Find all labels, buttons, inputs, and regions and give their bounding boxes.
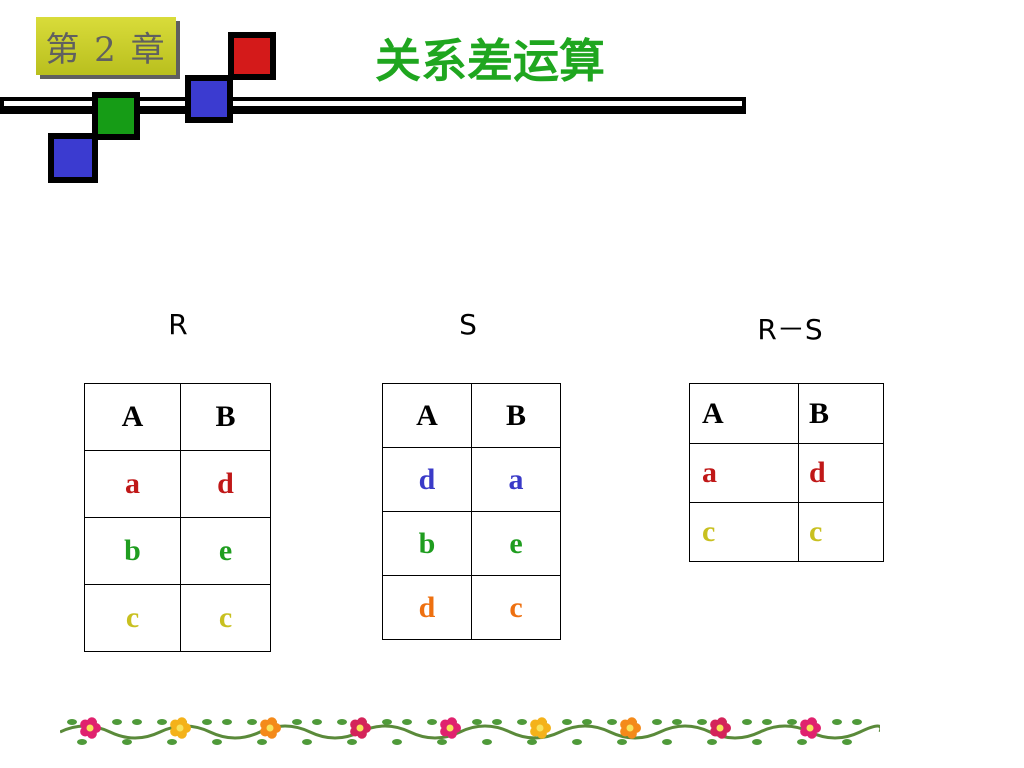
table-cell: d (382, 575, 472, 640)
flower-center-icon (806, 724, 814, 732)
leaf-icon (482, 739, 492, 745)
flower-center-icon (626, 724, 634, 732)
leaf-icon (402, 719, 412, 725)
table-cell: c (471, 575, 561, 640)
leaf-icon (562, 719, 572, 725)
flower-center-icon (536, 724, 544, 732)
table-cell: a (471, 447, 561, 512)
leaf-icon (617, 739, 627, 745)
table-cell: a (689, 443, 799, 503)
flower-center-icon (446, 724, 454, 732)
leaf-icon (472, 719, 482, 725)
table-cell: c (180, 584, 271, 652)
vine-stem (60, 724, 880, 740)
leaf-icon (607, 719, 617, 725)
leaf-icon (437, 739, 447, 745)
header-cell: B (798, 383, 884, 444)
leaf-icon (707, 739, 717, 745)
flower-center-icon (266, 724, 274, 732)
table-cell: c (798, 502, 884, 562)
leaf-icon (347, 739, 357, 745)
leaf-icon (202, 719, 212, 725)
flower-center-icon (86, 724, 94, 732)
header-rule-inner (4, 101, 742, 106)
leaf-icon (337, 719, 347, 725)
flower-vine-decoration (60, 717, 880, 745)
blue-square-icon (185, 75, 233, 123)
leaf-icon (762, 719, 772, 725)
leaf-icon (662, 739, 672, 745)
blue-square-icon (48, 133, 98, 183)
leaf-icon (167, 739, 177, 745)
table-label-s: S (459, 308, 477, 341)
leaf-icon (582, 719, 592, 725)
leaf-icon (832, 719, 842, 725)
table-cell: c (84, 584, 181, 652)
table-cell: d (382, 447, 472, 512)
leaf-icon (112, 719, 122, 725)
flower-center-icon (176, 724, 184, 732)
relation-table-s: A B d a b e d c (382, 383, 561, 640)
table-label-r: R (168, 308, 188, 341)
leaf-icon (77, 739, 87, 745)
leaf-icon (752, 739, 762, 745)
leaf-icon (742, 719, 752, 725)
leaf-icon (257, 739, 267, 745)
leaf-icon (382, 719, 392, 725)
table-label-r-minus-s: R－S (757, 313, 823, 346)
table-cell: c (689, 502, 799, 562)
table-cell: b (382, 511, 472, 576)
leaf-icon (797, 739, 807, 745)
header-cell: A (689, 383, 799, 444)
red-square-icon (228, 32, 276, 80)
relation-table-r-minus-s: A B a d c c (689, 383, 884, 562)
header-cell: B (471, 383, 561, 448)
table-cell: e (471, 511, 561, 576)
leaf-icon (122, 739, 132, 745)
leaf-icon (527, 739, 537, 745)
green-square-icon (92, 92, 140, 140)
leaf-icon (842, 739, 852, 745)
table-cell: b (84, 517, 181, 585)
table-cell: e (180, 517, 271, 585)
leaf-icon (787, 719, 797, 725)
table-cell: d (798, 443, 884, 503)
leaf-icon (157, 719, 167, 725)
slide-title: 关系差运算 (375, 34, 605, 88)
leaf-icon (392, 739, 402, 745)
leaf-icon (427, 719, 437, 725)
leaf-icon (852, 719, 862, 725)
flower-center-icon (356, 724, 364, 732)
flower-center-icon (716, 724, 724, 732)
leaf-icon (572, 739, 582, 745)
leaf-icon (672, 719, 682, 725)
leaf-icon (222, 719, 232, 725)
leaf-icon (212, 739, 222, 745)
leaf-icon (697, 719, 707, 725)
header-cell: A (84, 383, 181, 451)
leaf-icon (132, 719, 142, 725)
leaf-icon (652, 719, 662, 725)
leaf-icon (67, 719, 77, 725)
leaf-icon (247, 719, 257, 725)
leaf-icon (312, 719, 322, 725)
header-cell: A (382, 383, 472, 448)
leaf-icon (517, 719, 527, 725)
table-cell: d (180, 450, 271, 518)
leaf-icon (492, 719, 502, 725)
relation-table-r: A B a d b e c c (84, 383, 271, 652)
table-cell: a (84, 450, 181, 518)
chapter-badge: 第 2 章 (36, 17, 176, 75)
leaf-icon (302, 739, 312, 745)
header-cell: B (180, 383, 271, 451)
leaf-icon (292, 719, 302, 725)
